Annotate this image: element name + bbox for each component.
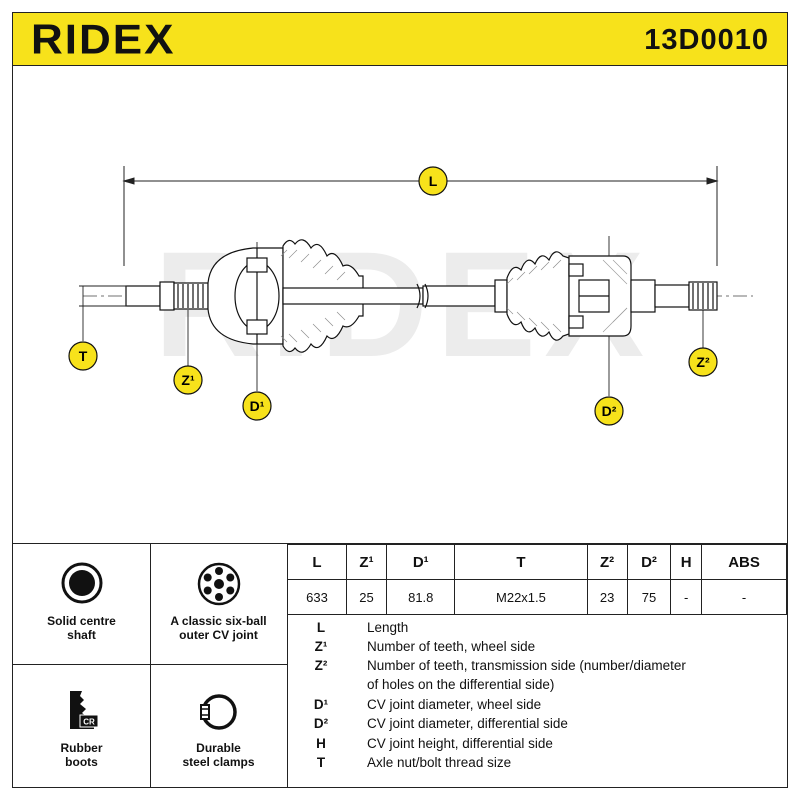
feature-solid-shaft: Solid centre shaft <box>13 544 150 664</box>
svg-text:L: L <box>429 173 438 189</box>
legend-description: CV joint diameter, differential side <box>367 716 568 731</box>
inner-cv-joint <box>568 255 632 337</box>
legend-description: of holes on the differential side) <box>367 677 555 692</box>
part-number: 13D0010 <box>644 24 769 56</box>
legend-symbol: D² <box>313 716 329 731</box>
legend-description: CV joint height, differential side <box>367 736 553 751</box>
spec-header-H: H <box>670 544 703 580</box>
spec-value-H: - <box>670 579 703 615</box>
svg-text:T: T <box>79 348 88 364</box>
spec-table-header-row: L Z¹ D¹ T Z² D² H ABS <box>287 544 787 580</box>
feature-six-ball-joint: A classic six-ball outer CV joint <box>150 544 287 664</box>
spec-panel: Solid centre shaft A classic six-ball ou… <box>12 543 788 788</box>
feature-label-line2: steel clamps <box>182 755 255 769</box>
spec-value-ABS: - <box>701 579 787 615</box>
spec-value-L: 633 <box>287 579 347 615</box>
six-ball-joint-icon <box>197 562 240 606</box>
spec-value-D1: 81.8 <box>386 579 456 615</box>
spec-header-D1: D¹ <box>386 544 456 580</box>
drive-shaft-drawing: RIDEX L <box>12 66 788 544</box>
label-Z1: Z¹ <box>173 365 203 395</box>
spec-value-Z1: 25 <box>345 579 388 615</box>
svg-text:Z¹: Z¹ <box>181 372 195 388</box>
label-D2: D² <box>594 396 624 426</box>
legend: L Length Z¹ Number of teeth, wheel side … <box>287 612 787 787</box>
svg-text:Z²: Z² <box>696 354 710 370</box>
feature-divider-h <box>13 664 287 665</box>
solid-circle-icon <box>61 562 102 604</box>
feature-divider-v2 <box>287 544 288 787</box>
outer-boot-hatch <box>280 249 346 343</box>
feature-label-line1: Durable <box>196 741 241 755</box>
spec-value-D2: 75 <box>626 579 672 615</box>
label-D1: D¹ <box>242 391 272 421</box>
inner-boot-hatch <box>506 259 562 333</box>
spec-header-D2: D² <box>626 544 672 580</box>
legend-symbol: H <box>316 736 326 751</box>
brand-logo: RIDEX <box>31 16 176 63</box>
spec-header-L: L <box>287 544 347 580</box>
centre-shaft <box>282 279 508 313</box>
wheel-side-stub <box>125 281 209 311</box>
spec-value-Z2: 23 <box>586 579 628 615</box>
spec-header-T: T <box>454 544 588 580</box>
legend-symbol: Z¹ <box>314 639 328 654</box>
leader-lines <box>79 236 704 396</box>
spec-header-Z2: Z² <box>586 544 628 580</box>
legend-description: Axle nut/bolt thread size <box>367 755 512 770</box>
feature-label-line1: Rubber <box>60 741 103 755</box>
svg-text:D²: D² <box>602 403 617 419</box>
transmission-side-stub <box>630 279 718 313</box>
drive-shaft-svg: RIDEX L <box>68 166 753 426</box>
feature-rubber-boots: CR Rubber boots <box>13 665 150 787</box>
inner-cv-hatch <box>602 259 628 333</box>
legend-description: CV joint diameter, wheel side <box>367 697 542 712</box>
outer-cv-joint <box>207 247 284 345</box>
feature-label-line2: shaft <box>67 628 96 642</box>
feature-label-line1: A classic six-ball <box>170 614 267 628</box>
label-T: T <box>68 341 98 371</box>
legend-description: Number of teeth, transmission side (numb… <box>367 658 686 673</box>
legend-description: Number of teeth, wheel side <box>367 639 536 654</box>
label-Z2: Z² <box>688 347 718 377</box>
spec-table: L Z¹ D¹ T Z² D² H ABS 633 25 81.8 M22x1.… <box>287 544 787 615</box>
legend-description: Length <box>367 620 409 635</box>
legend-symbol: T <box>316 755 326 770</box>
feature-label-line2: outer CV joint <box>179 628 258 642</box>
rubber-boot-icon: CR <box>69 691 98 729</box>
feature-divider-v <box>150 544 151 787</box>
steel-clamp-icon <box>199 694 237 730</box>
legend-symbol: L <box>316 620 326 635</box>
spec-header-ABS: ABS <box>701 544 787 580</box>
spec-value-T: M22x1.5 <box>454 579 588 615</box>
label-L: L <box>418 166 448 196</box>
spec-header-Z1: Z¹ <box>345 544 388 580</box>
feature-steel-clamps: Durable steel clamps <box>150 665 287 787</box>
feature-label-line2: boots <box>65 755 98 769</box>
boot-badge-text: CR <box>83 718 95 727</box>
header-bar: RIDEX 13D0010 <box>12 12 788 66</box>
svg-text:D¹: D¹ <box>250 398 265 414</box>
shaft-break <box>416 283 429 309</box>
feature-label-line1: Solid centre <box>47 614 116 628</box>
legend-symbol: Z² <box>314 658 328 673</box>
legend-symbol: D¹ <box>313 697 329 712</box>
spec-table-value-row: 633 25 81.8 M22x1.5 23 75 - - <box>287 579 787 615</box>
